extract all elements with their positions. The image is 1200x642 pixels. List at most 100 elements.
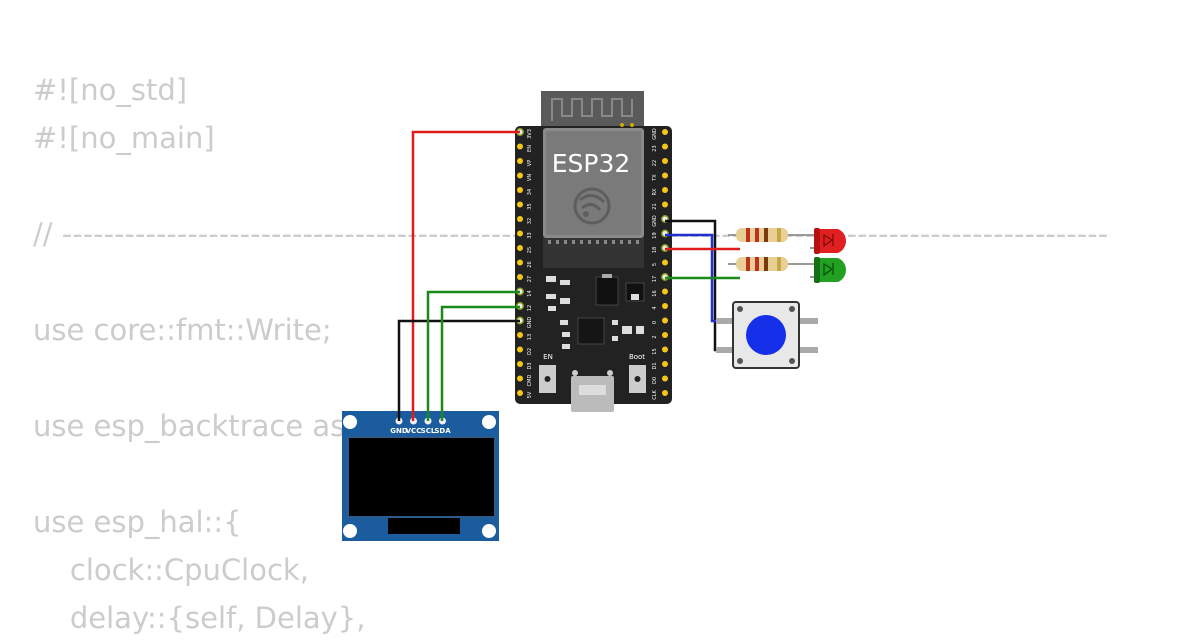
pin-label: 21 [652,203,658,209]
pin-label: D2 [527,348,533,355]
wire-sda[interactable] [440,305,520,421]
chip-label: ESP32 [552,149,631,178]
pin-right-18[interactable] [662,390,668,396]
pin-label: D0 [652,377,658,384]
oled-pin-label: SDA [434,427,451,435]
pin-left-3[interactable] [517,172,523,179]
pin-label: VN [527,174,533,181]
pin-label: 0 [652,321,658,324]
pin-right-16[interactable] [662,361,668,367]
pin-label: 27 [527,276,533,282]
pin-left-5[interactable] [517,201,523,208]
code-background: #![no_std]#![no_main]// ----------------… [33,66,1108,642]
oled-ribbon [388,518,460,534]
code-line: #![no_std] [33,73,188,107]
pin-label: 16 [652,290,658,296]
pin-left-1[interactable] [517,143,523,150]
pin-left-15[interactable] [517,346,523,353]
pin-label: 19 [652,232,658,238]
oled-pin-label: SCL [421,427,436,435]
pin-left-8[interactable] [517,245,523,251]
pin-right-11[interactable] [662,288,668,295]
oled-pin-label: VCC [406,427,422,435]
pin-label: EN [527,145,533,152]
pin-label: CMD [527,375,533,387]
oled-screen [349,438,494,516]
pin-label: 26 [527,261,533,267]
pin-right-3[interactable] [662,172,668,179]
usb-uart-chip [577,317,605,345]
pin-label: 5 [652,263,658,266]
pin-left-4[interactable] [517,187,523,193]
pin-label: GND [527,317,533,329]
pin-label: 12 [527,305,533,311]
pin-right-9[interactable] [662,259,668,266]
esp32-board[interactable]: ESP32 [515,91,672,412]
button-cap[interactable] [746,315,786,355]
pin-left-7[interactable] [517,230,523,237]
pin-label: 25 [527,247,533,253]
resistor-2[interactable] [728,257,810,271]
push-button[interactable] [716,301,818,369]
pin-label: GND [652,128,658,140]
pin-label: 34 [527,189,533,195]
pin-left-18[interactable] [517,390,523,396]
pin-right-1[interactable] [662,143,668,150]
pin-right-0[interactable] [662,129,668,135]
pin-label: D3 [527,362,533,369]
led-green[interactable] [810,257,847,283]
code-line: #![no_main] [33,121,215,155]
pin-label: 13 [527,334,533,340]
pin-left-14[interactable] [517,332,523,338]
pin-label: 15 [652,348,658,354]
pin-left-6[interactable] [517,216,523,222]
pin-left-9[interactable] [517,259,523,266]
pin-right-17[interactable] [662,375,668,382]
pin-right-2[interactable] [662,158,668,164]
pin-right-13[interactable] [662,317,668,324]
pin-label: 35 [527,203,533,209]
wire-vcc[interactable] [411,130,520,421]
pin-right-5[interactable] [662,201,668,208]
wire-scl[interactable] [426,290,520,421]
pin-right-4[interactable] [662,187,668,193]
pin-label: 3V3 [527,129,533,139]
pin-label: TX [652,174,658,182]
pin-label: D1 [652,362,658,369]
resistor-1[interactable] [728,228,810,242]
boot-label: Boot [629,353,645,361]
espressif-logo-icon [573,187,611,225]
led-red[interactable] [810,228,847,254]
pin-left-16[interactable] [517,361,523,367]
pin-right-12[interactable] [662,303,668,309]
pin-label: 18 [652,247,658,253]
antenna-trace-icon [551,98,633,121]
pin-label: 22 [652,160,658,166]
pin-label: 14 [527,290,533,296]
pin-left-2[interactable] [517,158,523,164]
pin-label: GND [652,215,658,227]
wire-gnd[interactable] [397,319,520,421]
oled-pin-label: GND [390,427,408,435]
pin-label: 32 [527,218,533,224]
pin-right-14[interactable] [662,332,668,338]
code-line: use esp_hal::{ [33,505,242,539]
code-line: clock::CpuClock, [33,553,309,587]
pin-label: RX [652,188,658,195]
en-label: EN [543,353,553,361]
voltage-regulator [595,276,619,306]
pin-left-10[interactable] [517,274,523,280]
pin-right-15[interactable] [662,346,668,353]
wires [397,130,740,421]
pin-label: 5V [527,391,533,398]
pin-label: VP [527,160,533,166]
pin-label: 33 [527,232,533,238]
pin-left-17[interactable] [517,375,523,382]
pin-label: 2 [652,335,658,338]
pin-label: CLK [652,390,658,400]
wire-gnd-right[interactable] [665,219,740,352]
code-line: use core::fmt::Write; [33,313,332,347]
